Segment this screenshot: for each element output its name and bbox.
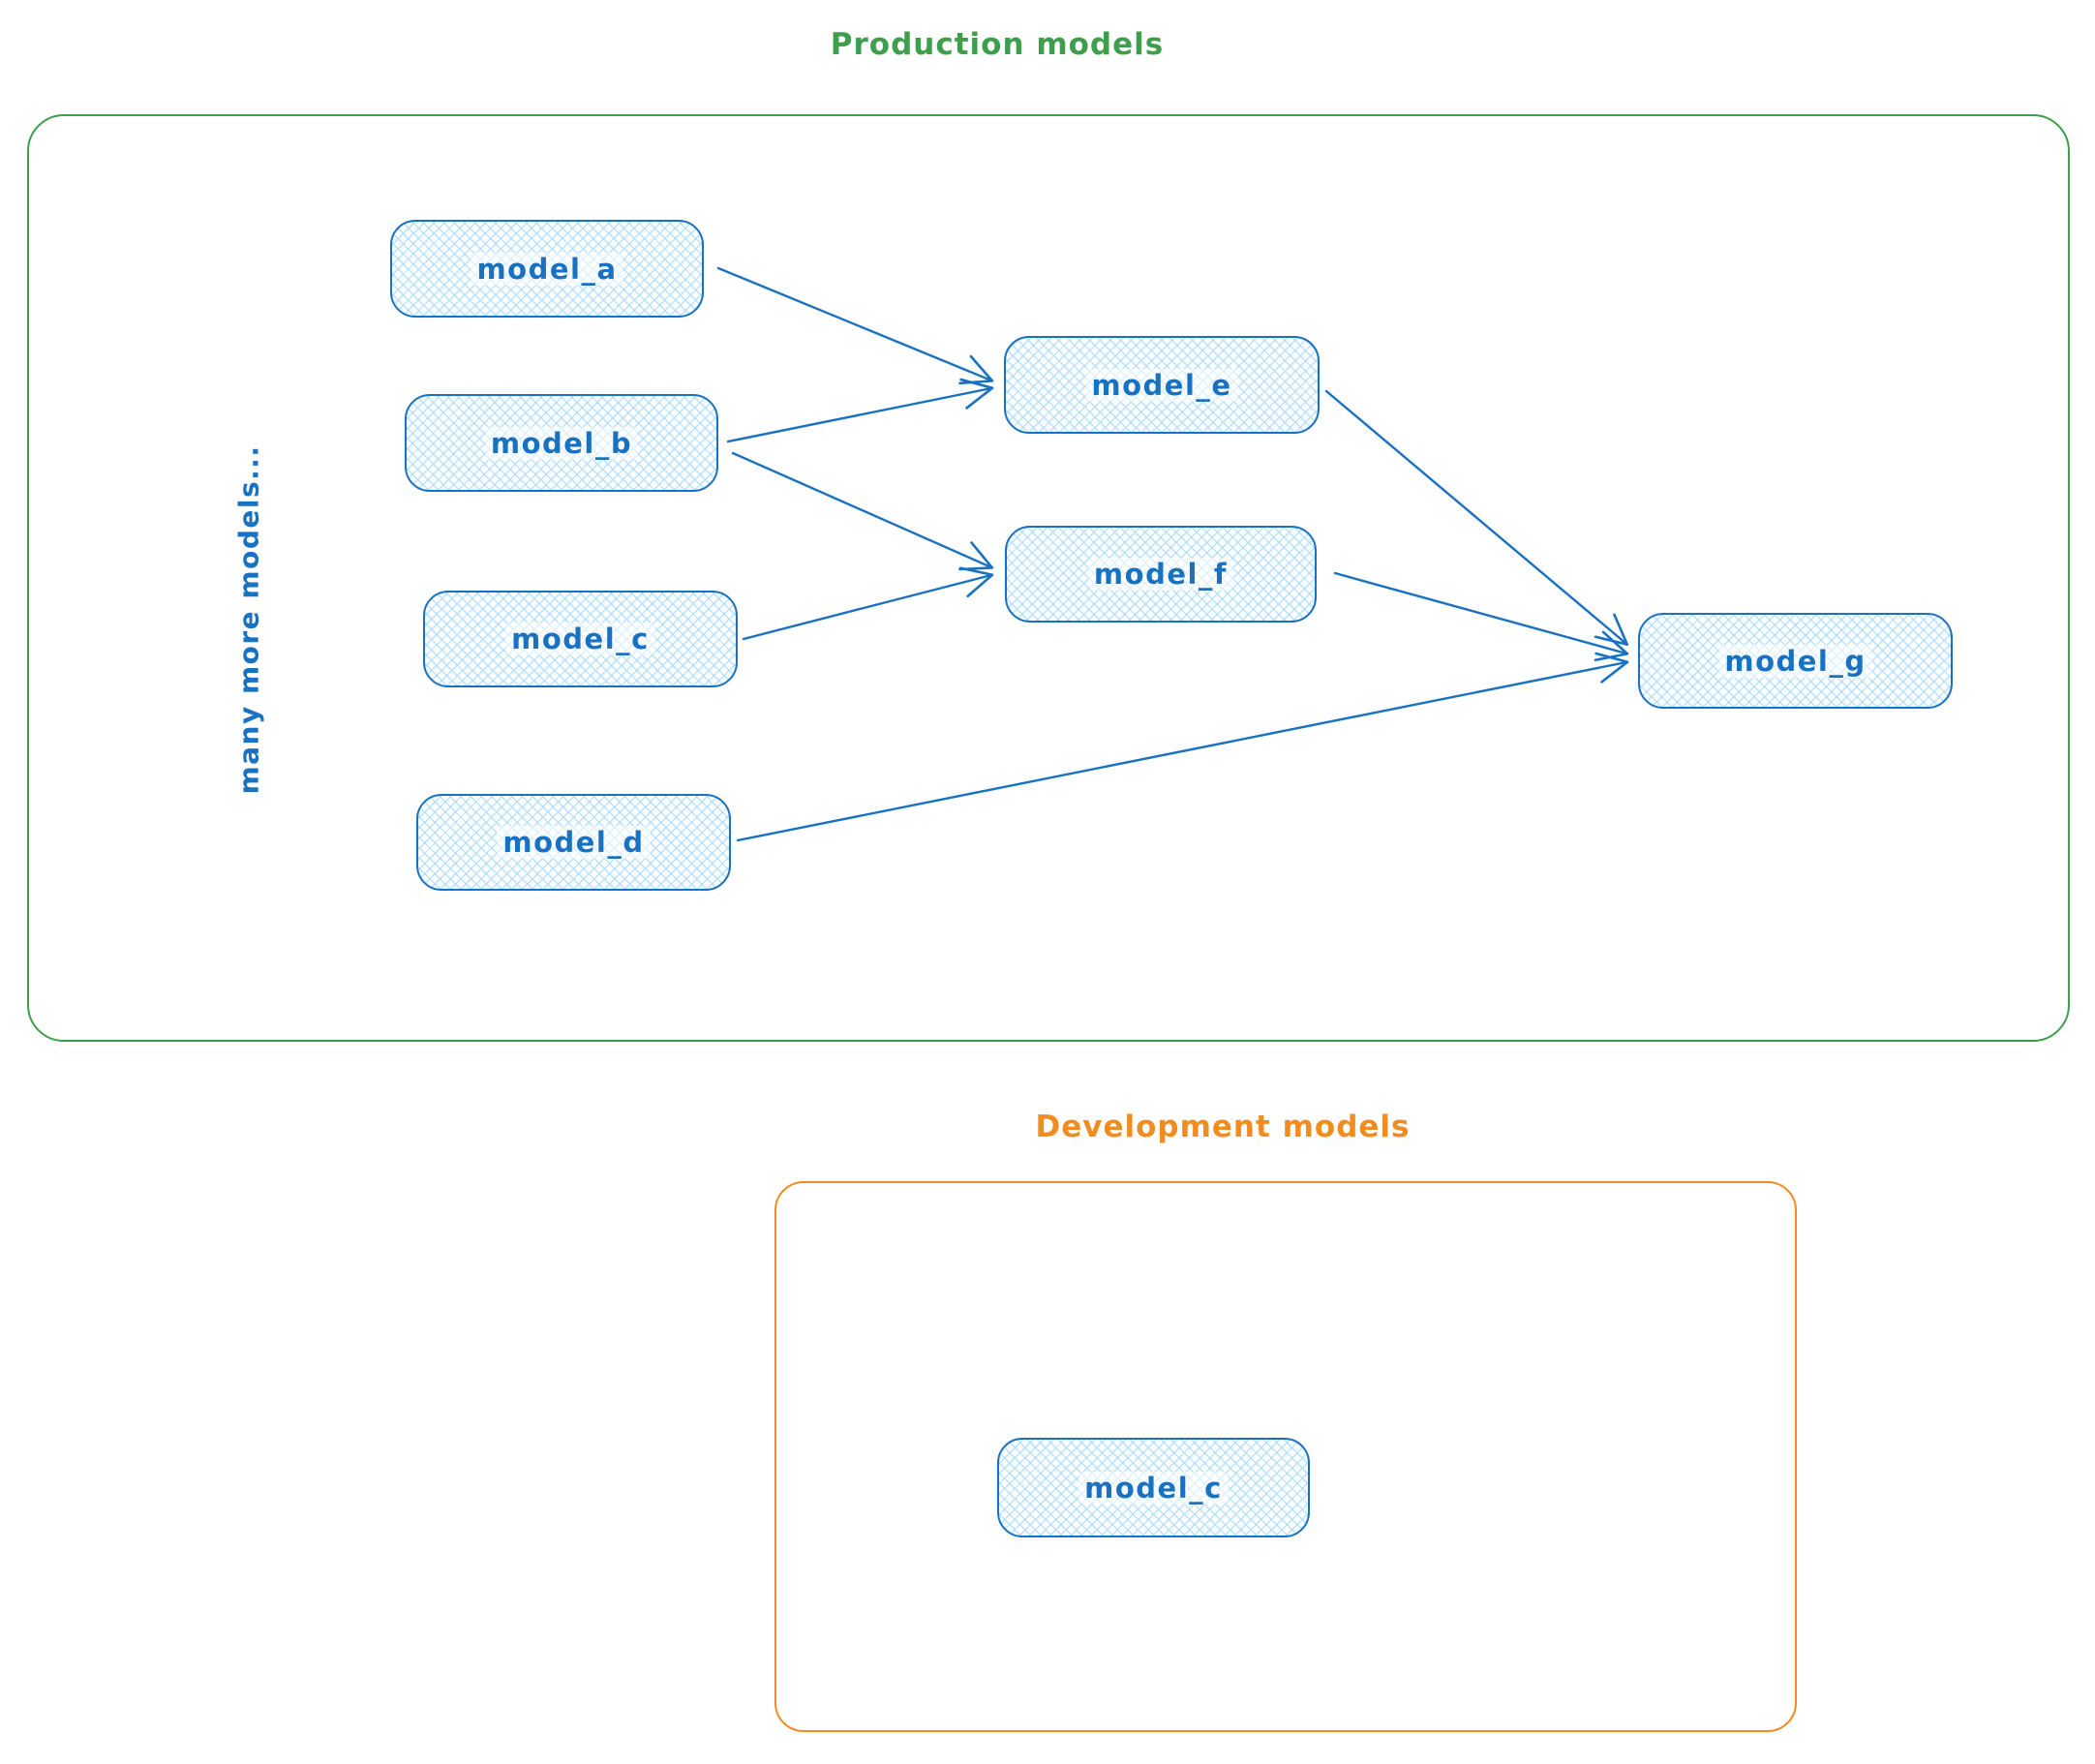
node-model-g: model_g xyxy=(1638,613,1953,709)
development-group-container xyxy=(774,1181,1797,1732)
node-model-d: model_d xyxy=(416,794,731,891)
node-model-c-dev: model_c xyxy=(997,1438,1310,1537)
many-more-models-note: many more models... xyxy=(232,444,265,795)
development-group-title: Development models xyxy=(1035,1110,1411,1144)
node-model-d-label: model_d xyxy=(497,826,651,859)
node-model-g-label: model_g xyxy=(1718,644,1872,678)
node-model-c-label: model_c xyxy=(505,623,655,655)
production-group-title: Production models xyxy=(830,27,1165,62)
node-model-c: model_c xyxy=(423,591,738,687)
node-model-b: model_b xyxy=(405,394,718,492)
node-model-c-dev-label: model_c xyxy=(1078,1471,1229,1505)
node-model-b-label: model_b xyxy=(484,426,639,460)
node-model-a: model_a xyxy=(390,220,704,318)
node-model-f: model_f xyxy=(1005,526,1317,623)
node-model-f-label: model_f xyxy=(1087,558,1234,591)
node-model-e: model_e xyxy=(1004,336,1320,434)
node-model-a-label: model_a xyxy=(471,252,623,286)
node-model-e-label: model_e xyxy=(1085,368,1238,402)
production-group-container xyxy=(27,114,2070,1042)
